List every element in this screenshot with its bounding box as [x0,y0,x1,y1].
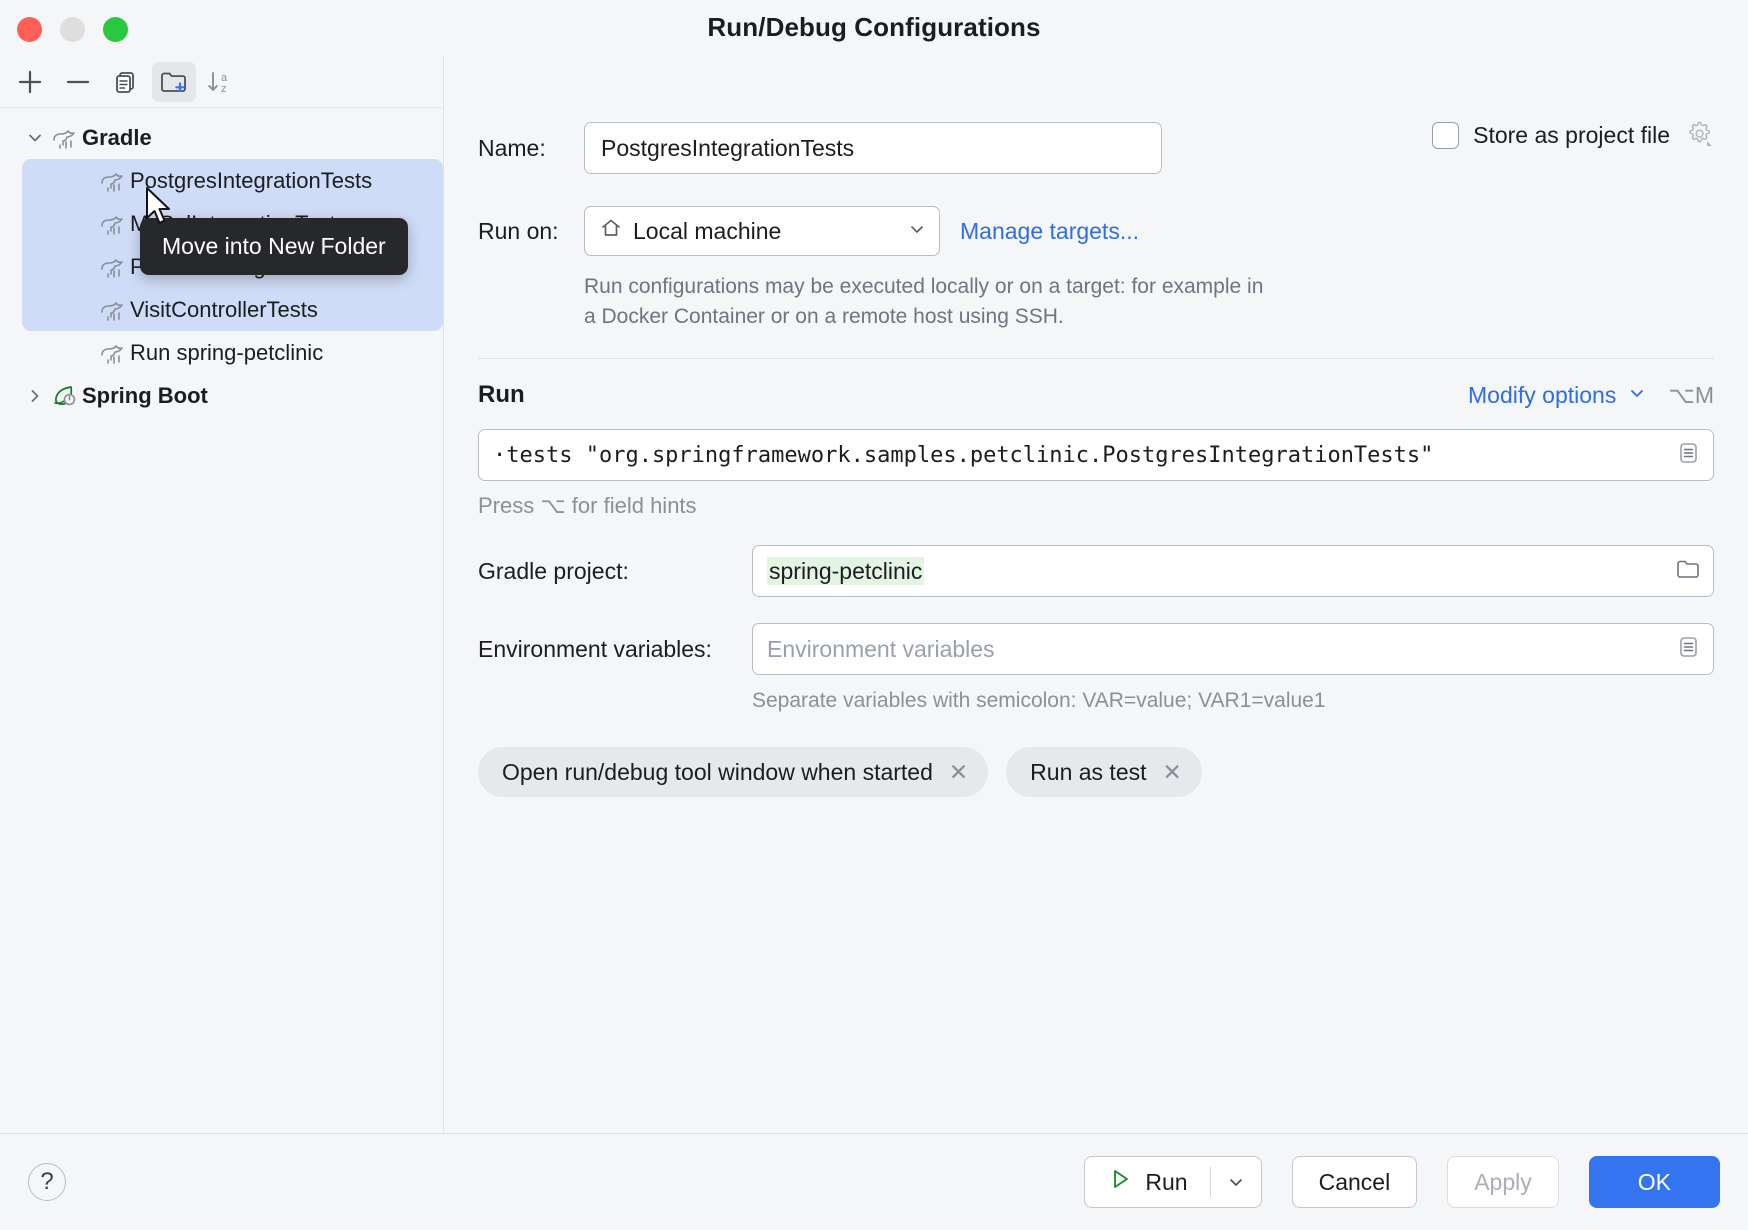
tree-item-postgres-integration-tests[interactable]: PostgresIntegrationTests [0,159,443,202]
store-as-project-file-label: Store as project file [1473,122,1670,148]
name-label: Name: [478,134,546,161]
modify-options-link[interactable]: Modify options [1468,381,1617,408]
chevron-down-icon[interactable] [22,129,48,147]
run-command-value: ·tests "org.springframework.samples.petc… [493,442,1434,468]
target-hint-text: Run configurations may be executed local… [584,275,1264,328]
expand-editor-icon[interactable] [1673,438,1703,473]
footer-buttons: Run Cancel Apply OK [1084,1156,1720,1208]
sidebar-toolbar: a z [0,56,443,108]
environment-variables-placeholder: Environment variables [767,635,995,662]
chevron-right-icon[interactable] [22,387,48,405]
gradle-project-value: spring-petclinic [767,556,925,585]
gradle-elephant-icon [96,170,130,192]
environment-variables-row: Environment variables: Environment varia… [478,623,1714,675]
apply-button: Apply [1447,1156,1559,1208]
tree-item-label: Run spring-petclinic [130,339,324,365]
store-as-project-file-checkbox[interactable] [1432,122,1460,149]
dialog-title: Run/Debug Configurations [707,12,1041,42]
store-as-project-file-row: Store as project file [1432,118,1714,153]
add-configuration-button[interactable] [8,62,52,102]
tree-group-label: Gradle [82,124,152,150]
minimize-window-button[interactable] [60,17,85,42]
traffic-lights [17,17,128,42]
move-into-new-folder-tooltip: Move into New Folder [140,218,408,275]
gradle-elephant-icon [96,299,130,321]
copy-icon [116,71,134,93]
folder-icon[interactable] [1673,554,1703,589]
run-button-label: Run [1145,1168,1188,1195]
run-command-input[interactable]: ·tests "org.springframework.samples.petc… [478,429,1714,481]
help-button[interactable]: ? [28,1163,66,1201]
gradle-elephant-icon [96,342,130,364]
expand-editor-icon[interactable] [1673,632,1703,667]
gear-icon[interactable] [1684,118,1714,153]
tree-item-label: PostgresIntegrationTests [130,167,373,193]
configuration-details-panel: Name: PostgresIntegrationTests Store as … [444,56,1748,1230]
tree-item-run-spring-petclinic[interactable]: Run spring-petclinic [0,331,443,374]
chevron-down-icon[interactable] [1626,382,1648,409]
run-section-header: Run Modify options ⌥M [478,381,1714,409]
manage-targets-link[interactable]: Manage targets... [960,217,1139,244]
zoom-window-button[interactable] [103,17,128,42]
plus-icon [18,70,42,93]
run-dropdown-button[interactable] [1211,1157,1261,1207]
gradle-elephant-icon [96,256,130,278]
section-divider [478,358,1714,359]
tree-item-visit-controller-tests[interactable]: VisitControllerTests [0,288,443,331]
run-button[interactable]: Run [1084,1156,1262,1208]
environment-variables-hint: Separate variables with semicolon: VAR=v… [752,689,1326,712]
gradle-project-row: Gradle project: spring-petclinic [478,545,1714,597]
name-row: Name: PostgresIntegrationTests [478,118,1714,178]
svg-text:a: a [221,72,228,84]
title-bar: Run/Debug Configurations [0,0,1748,56]
mouse-cursor [144,186,174,235]
copy-configuration-button[interactable] [104,62,148,102]
field-hints-text: Press ⌥ for field hints [478,493,697,518]
modify-options-shortcut: ⌥M [1668,381,1714,408]
remove-configuration-button[interactable] [56,62,100,102]
dialog-footer: ? Run Cancel Apply OK [0,1133,1748,1230]
tree-group-gradle[interactable]: Gradle [0,116,443,159]
run-on-label: Run on: [478,217,559,244]
gradle-project-input[interactable]: spring-petclinic [752,545,1714,597]
modify-options-chips: Open run/debug tool window when started … [478,747,1714,797]
run-on-row: Run on: Local machine Manage targets... [478,202,1714,260]
run-on-value: Local machine [633,217,782,244]
chip-run-as-test[interactable]: Run as test ✕ [1006,747,1202,797]
chip-label: Open run/debug tool window when started [502,758,933,785]
tree-group-label: Spring Boot [82,382,208,408]
close-icon[interactable]: ✕ [1162,758,1182,785]
move-into-new-folder-button[interactable] [152,61,196,102]
environment-variables-label: Environment variables: [478,635,712,662]
ok-button[interactable]: OK [1588,1156,1720,1208]
minus-icon [66,80,90,83]
chip-label: Run as test [1030,758,1147,785]
home-icon [599,216,623,246]
close-icon[interactable]: ✕ [948,758,969,785]
configurations-tree[interactable]: Gradle PostgresIntegrationTests MySqlInt… [0,108,443,1170]
gradle-project-label: Gradle project: [478,557,629,584]
chevron-down-icon[interactable] [907,218,927,245]
gradle-elephant-icon [48,127,82,149]
play-icon [1107,1166,1133,1198]
environment-variables-input[interactable]: Environment variables [752,623,1714,675]
chip-open-run-debug-tool-window[interactable]: Open run/debug tool window when started … [478,747,989,797]
tree-item-label: VisitControllerTests [130,296,318,322]
gradle-elephant-icon [96,213,130,235]
cancel-button[interactable]: Cancel [1291,1156,1418,1208]
name-input[interactable]: PostgresIntegrationTests [584,122,1162,174]
sort-az-icon: a z [208,72,228,95]
sort-alphabetically-button[interactable]: a z [200,62,244,102]
run-on-dropdown[interactable]: Local machine [584,206,940,256]
svg-text:z: z [221,83,227,95]
configurations-sidebar: a z Grad [0,56,444,1230]
run-section-title: Run [478,381,525,408]
spring-leaf-icon [48,384,82,408]
close-window-button[interactable] [17,17,42,42]
tree-group-spring-boot[interactable]: Spring Boot [0,374,443,417]
new-folder-icon [161,72,186,92]
